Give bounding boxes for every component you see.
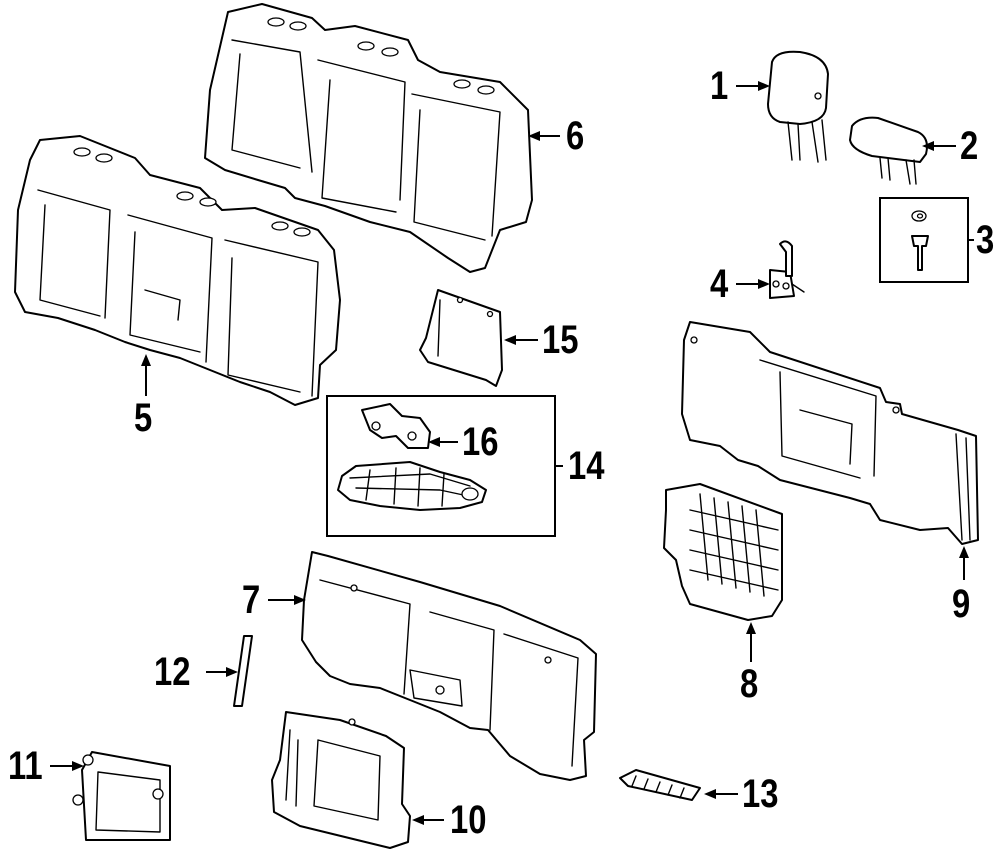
callout-10: 10 (450, 798, 487, 842)
part-1-headrest (767, 50, 829, 163)
part-13-vent-grille (619, 769, 701, 801)
callout-13: 13 (742, 772, 779, 816)
callout-11: 11 (8, 744, 43, 788)
callout-5: 5 (134, 396, 153, 440)
part-8-mesh-panel (663, 483, 783, 621)
callout-9: 9 (952, 582, 971, 626)
callout-16: 16 (462, 420, 499, 464)
part-15-cover-panel (419, 289, 503, 387)
part-2-headrest (849, 116, 928, 185)
callout-6: 6 (566, 114, 585, 158)
part-12-trim-strip (233, 635, 253, 707)
callout-3: 3 (976, 218, 995, 262)
callout-14: 14 (568, 444, 605, 488)
part-4-latch-bracket (769, 240, 805, 299)
part-6-seat-back-frame (204, 3, 533, 273)
callout-1: 1 (710, 64, 729, 108)
callout-15: 15 (542, 318, 579, 362)
part-9-frame-panel (681, 321, 979, 545)
callout-8: 8 (740, 662, 759, 706)
callout-2: 2 (960, 124, 979, 168)
part-7-seat-frame (301, 551, 597, 781)
part-11-frame-bracket (72, 751, 171, 841)
part-14-console-kit (326, 395, 556, 537)
part-5-seat-back-frame (14, 135, 341, 406)
part-10-bracket-housing (271, 711, 411, 849)
callout-4: 4 (710, 262, 729, 306)
callout-12: 12 (154, 650, 191, 694)
part-16-bracket (361, 403, 431, 449)
callout-7: 7 (242, 578, 261, 622)
part-3-guide-kit (879, 197, 969, 283)
leader-lines (50, 81, 974, 825)
